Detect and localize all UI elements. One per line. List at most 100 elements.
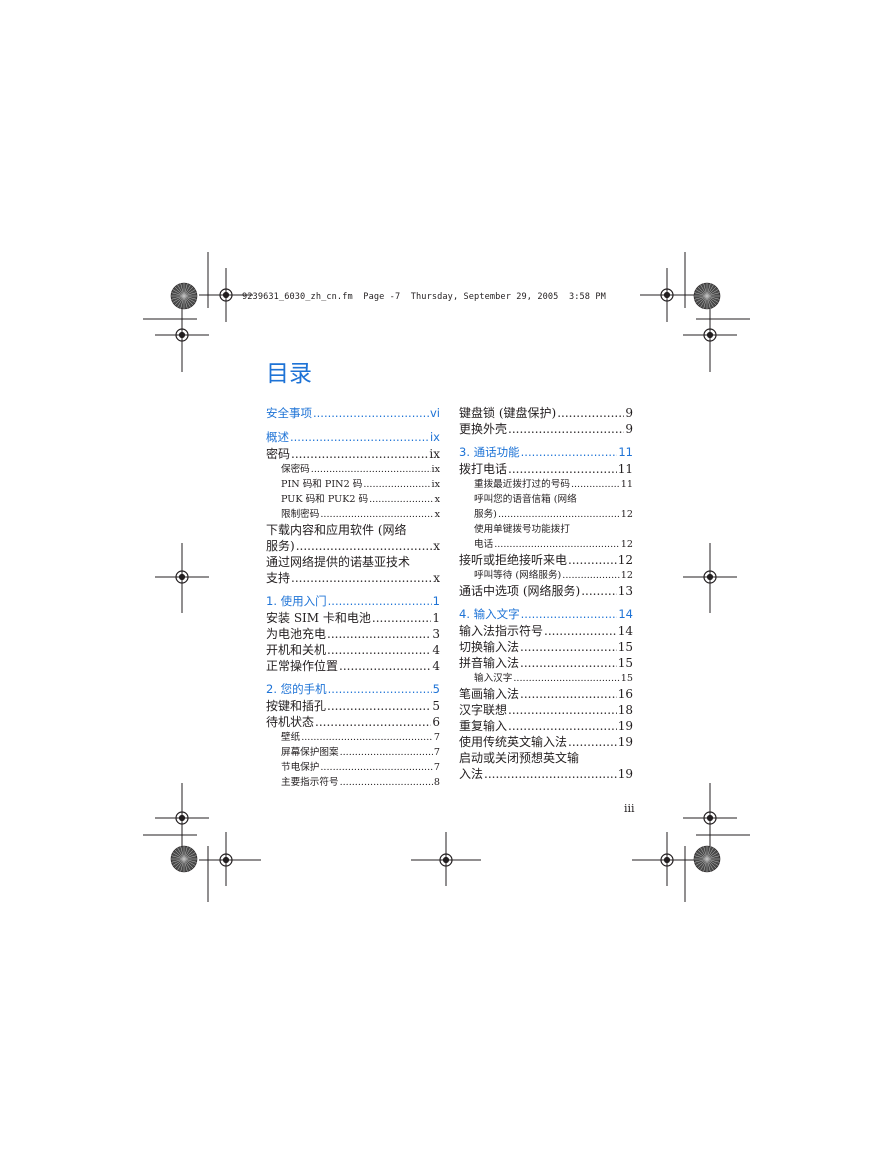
toc-entry[interactable]: 键盘锁 (键盘保护)9 (459, 405, 633, 421)
toc-page-number: x (434, 509, 440, 520)
toc-section-heading[interactable]: 3. 通话功能11 (459, 444, 633, 461)
toc-page-number: ix (431, 464, 440, 475)
page-title: 目录 (266, 361, 312, 387)
section-gap (266, 586, 440, 593)
dot-leader (290, 429, 429, 446)
toc-subentry[interactable]: 保密码 ix (266, 462, 440, 477)
toc-page-number: ix (429, 447, 440, 461)
toc-page-number: 11 (618, 445, 633, 459)
dot-leader (363, 477, 430, 492)
toc-entry-text: 概述 (266, 430, 289, 444)
dot-leader (340, 745, 433, 760)
dot-leader (484, 766, 617, 782)
toc-page-number: 11 (617, 462, 633, 476)
toc-subentry[interactable]: 呼叫您的语音信箱 (网络服务)12 (459, 492, 633, 522)
toc-subentry[interactable]: 重拨最近拨打过的号码11 (459, 477, 633, 492)
toc-page-number: 15 (617, 656, 633, 670)
dot-leader (544, 623, 617, 639)
dot-leader (328, 681, 432, 698)
toc-entry-text: 笔画输入法 (459, 687, 520, 701)
dot-leader (494, 537, 620, 552)
toc-entry[interactable]: 安装 SIM 卡和电池1 (266, 610, 440, 626)
toc-entry[interactable]: 开机和关机 4 (266, 642, 440, 658)
toc-entry-text: 壁纸 (281, 732, 301, 743)
toc-page-number: 1 (432, 594, 440, 608)
toc-entry[interactable]: 输入法指示符号14 (459, 623, 633, 639)
dot-leader (498, 507, 620, 522)
toc-entry-text: 主要指示符号 (281, 777, 339, 788)
dot-leader (513, 671, 619, 686)
toc-entry[interactable]: 拨打电话11 (459, 461, 633, 477)
toc-entry-text: 安装 SIM 卡和电池 (266, 611, 371, 625)
toc-section-heading[interactable]: 4. 输入文字14 (459, 606, 633, 623)
toc-entry[interactable]: 更换外壳9 (459, 421, 633, 437)
toc-entry-text: 开机和关机 (266, 643, 327, 657)
toc-subentry[interactable]: 节电保护7 (266, 760, 440, 775)
toc-page-number: 4 (432, 643, 440, 657)
toc-page-number: 13 (617, 584, 633, 598)
dot-leader (581, 583, 617, 599)
toc-entry[interactable]: 切换输入法15 (459, 639, 633, 655)
toc-entry-text: 通过网络提供的诺基亚技术 (266, 555, 411, 569)
toc-entry[interactable]: 待机状态6 (266, 714, 440, 730)
toc-section-heading[interactable]: 2. 您的手机5 (266, 681, 440, 698)
toc-subentry[interactable]: PUK 码和 PUK2 码x (266, 492, 440, 507)
toc-subentry[interactable]: 屏幕保护图案7 (266, 745, 440, 760)
dot-leader (520, 686, 617, 702)
toc-entry[interactable]: 汉字联想18 (459, 702, 633, 718)
toc-entry-text: 接听或拒绝接听来电 (459, 553, 568, 567)
toc-entry[interactable]: 正常操作位置4 (266, 658, 440, 674)
toc-entry-text: 支持 (266, 571, 291, 585)
dot-leader (568, 552, 617, 568)
toc-subentry[interactable]: 呼叫等待 (网络服务)12 (459, 568, 633, 583)
toc-section-heading[interactable]: 安全事项vi (266, 405, 440, 422)
toc-page-number: 14 (617, 624, 633, 638)
toc-entry-text: 密码 (266, 447, 291, 461)
dot-leader (520, 655, 617, 671)
toc-page-number: x (433, 539, 440, 553)
dot-leader (311, 462, 431, 477)
dot-leader (508, 421, 624, 437)
toc-subentry[interactable]: 限制密码x (266, 507, 440, 522)
toc-entry-text: 启动或关闭预想英文输 (459, 751, 580, 765)
toc-entry-text: 为电池充电 (266, 627, 327, 641)
dot-leader (521, 444, 618, 461)
toc-section-heading[interactable]: 1. 使用入门1 (266, 593, 440, 610)
dot-leader (508, 702, 617, 718)
toc-entry[interactable]: 为电池充电3 (266, 626, 440, 642)
dot-leader (296, 538, 433, 554)
toc-section-heading[interactable]: 概述ix (266, 429, 440, 446)
toc-page-number: 9 (625, 422, 633, 436)
toc-entry-text: 重复输入 (459, 719, 508, 733)
toc-subentry[interactable]: 输入汉字15 (459, 671, 633, 686)
toc-page-number: 7 (433, 762, 440, 773)
toc-entry[interactable]: 笔画输入法16 (459, 686, 633, 702)
toc-entry[interactable]: 拼音输入法15 (459, 655, 633, 671)
dot-leader (291, 570, 432, 586)
toc-entry[interactable]: 重复输入19 (459, 718, 633, 734)
dot-leader (327, 698, 431, 714)
dot-leader (320, 507, 433, 522)
toc-entry[interactable]: 按键和插孔5 (266, 698, 440, 714)
toc-subentry[interactable]: 使用单键拨号功能拨打电话12 (459, 522, 633, 552)
toc-entry[interactable]: 下载内容和应用软件 (网络服务)x (266, 522, 440, 554)
dot-leader (372, 610, 431, 626)
toc-entry[interactable]: 接听或拒绝接听来电12 (459, 552, 633, 568)
toc-subentry[interactable]: PIN 码和 PIN2 码ix (266, 477, 440, 492)
toc-subentry[interactable]: 壁纸7 (266, 730, 440, 745)
toc-entry[interactable]: 使用传统英文输入法19 (459, 734, 633, 750)
toc-page-number: x (433, 571, 440, 585)
toc-entry-text: 输入汉字 (474, 673, 513, 684)
toc-page-number: x (434, 494, 440, 505)
toc-entry-text: 保密码 (281, 464, 310, 475)
toc-page-number: ix (431, 479, 440, 490)
dot-leader (508, 461, 617, 477)
toc-entry[interactable]: 启动或关闭预想英文输入法19 (459, 750, 633, 782)
toc-entry-text: 4. 输入文字 (459, 607, 520, 621)
toc-subentry[interactable]: 主要指示符号8 (266, 775, 440, 790)
toc-page-number: 12 (620, 570, 633, 581)
toc-entry[interactable]: 通话中选项 (网络服务)13 (459, 583, 633, 599)
toc-entry-text: 重拨最近拨打过的号码 (474, 479, 570, 490)
toc-entry[interactable]: 密码 ix (266, 446, 440, 462)
